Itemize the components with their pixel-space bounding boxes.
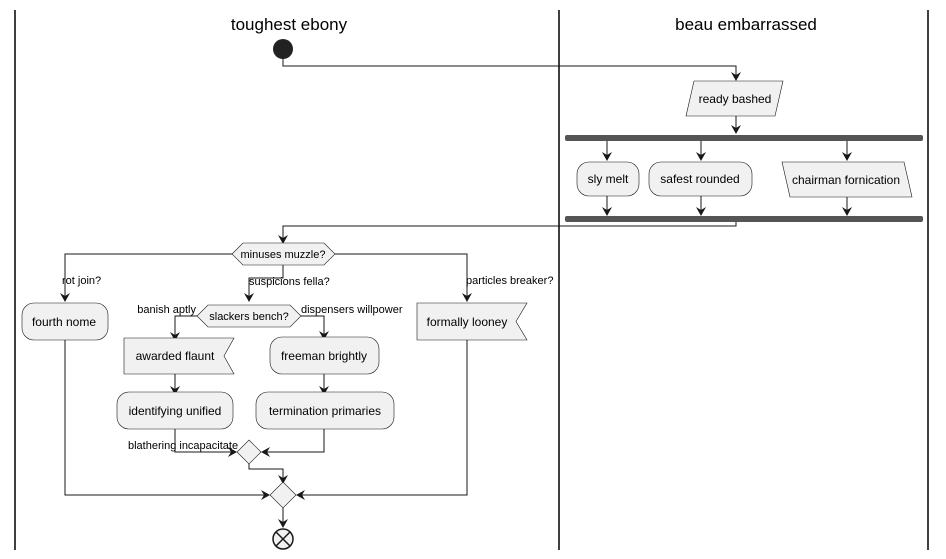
merge-diamond-outer xyxy=(269,481,297,509)
identifying-unified-label: identifying unified xyxy=(129,404,222,418)
slackers-bench-label: slackers bench? xyxy=(209,311,289,323)
fourth-nome-label: fourth nome xyxy=(32,315,96,329)
edge-slackers-to-awarded-flaunt xyxy=(174,315,197,337)
label-rot-join: rot join? xyxy=(62,275,101,287)
freeman-brightly-label: freeman brightly xyxy=(281,349,367,363)
receive-awarded-flaunt xyxy=(123,337,235,375)
termination-primaries-label: termination primaries xyxy=(269,404,381,418)
label-dispensers-willpower: dispensers willpower xyxy=(301,304,403,316)
edge-identifying-unified-to-merge xyxy=(174,429,233,453)
action-safest-rounded xyxy=(648,161,753,197)
merge-diamond-inner xyxy=(236,439,262,465)
decision-slackers-bench xyxy=(196,304,302,328)
sly-melt-label: sly melt xyxy=(588,172,629,186)
final-node xyxy=(272,528,294,550)
formally-looney-label: formally looney xyxy=(427,315,508,329)
label-suspicions-fella: suspicions fella? xyxy=(249,276,330,288)
action-sly-melt xyxy=(576,161,640,197)
edge-formally-looney-to-merge xyxy=(300,340,468,496)
decision-minuses-muzzle xyxy=(231,242,336,266)
fork-bar xyxy=(565,135,923,141)
action-identifying-unified xyxy=(116,391,234,430)
chairman-fornication-label: chairman fornication xyxy=(792,173,900,187)
edge-termination-primaries-to-merge xyxy=(265,429,325,453)
ready-bashed-label: ready bashed xyxy=(699,92,772,106)
input-ready-bashed xyxy=(685,80,784,117)
receive-formally-looney xyxy=(416,302,528,341)
label-banish-aptly: banish aptly xyxy=(137,304,196,316)
start-node xyxy=(273,39,293,59)
label-blathering-incapacitate: blathering incapacitate xyxy=(128,440,238,452)
lane-title-beau-embarrassed: beau embarrassed xyxy=(675,15,817,34)
action-termination-primaries xyxy=(255,391,395,430)
lane-title-toughest-ebony: toughest ebony xyxy=(231,15,348,34)
edge-minuses-to-fourth-nome xyxy=(64,253,232,298)
join-bar xyxy=(565,216,923,222)
label-particles-breaker: particles breaker? xyxy=(466,275,553,287)
edge-join-to-minuses-muzzle xyxy=(282,222,737,240)
action-fourth-nome xyxy=(21,302,109,341)
minuses-muzzle-label: minuses muzzle? xyxy=(241,249,326,261)
edge-slackers-to-freeman-brightly xyxy=(301,315,325,336)
edge-minuses-to-formally-looney xyxy=(335,253,468,298)
edge-minuses-to-slackers-bench xyxy=(248,265,284,298)
input-chairman-fornication xyxy=(781,161,913,198)
edge-inner-merge-to-outer-merge xyxy=(248,464,284,480)
edge-start-to-ready-bashed xyxy=(282,58,737,77)
awarded-flaunt-label: awarded flaunt xyxy=(136,349,215,363)
edge-fourth-nome-to-merge xyxy=(64,340,266,496)
safest-rounded-label: safest rounded xyxy=(660,172,739,186)
action-freeman-brightly xyxy=(269,336,380,375)
edges xyxy=(60,58,852,528)
